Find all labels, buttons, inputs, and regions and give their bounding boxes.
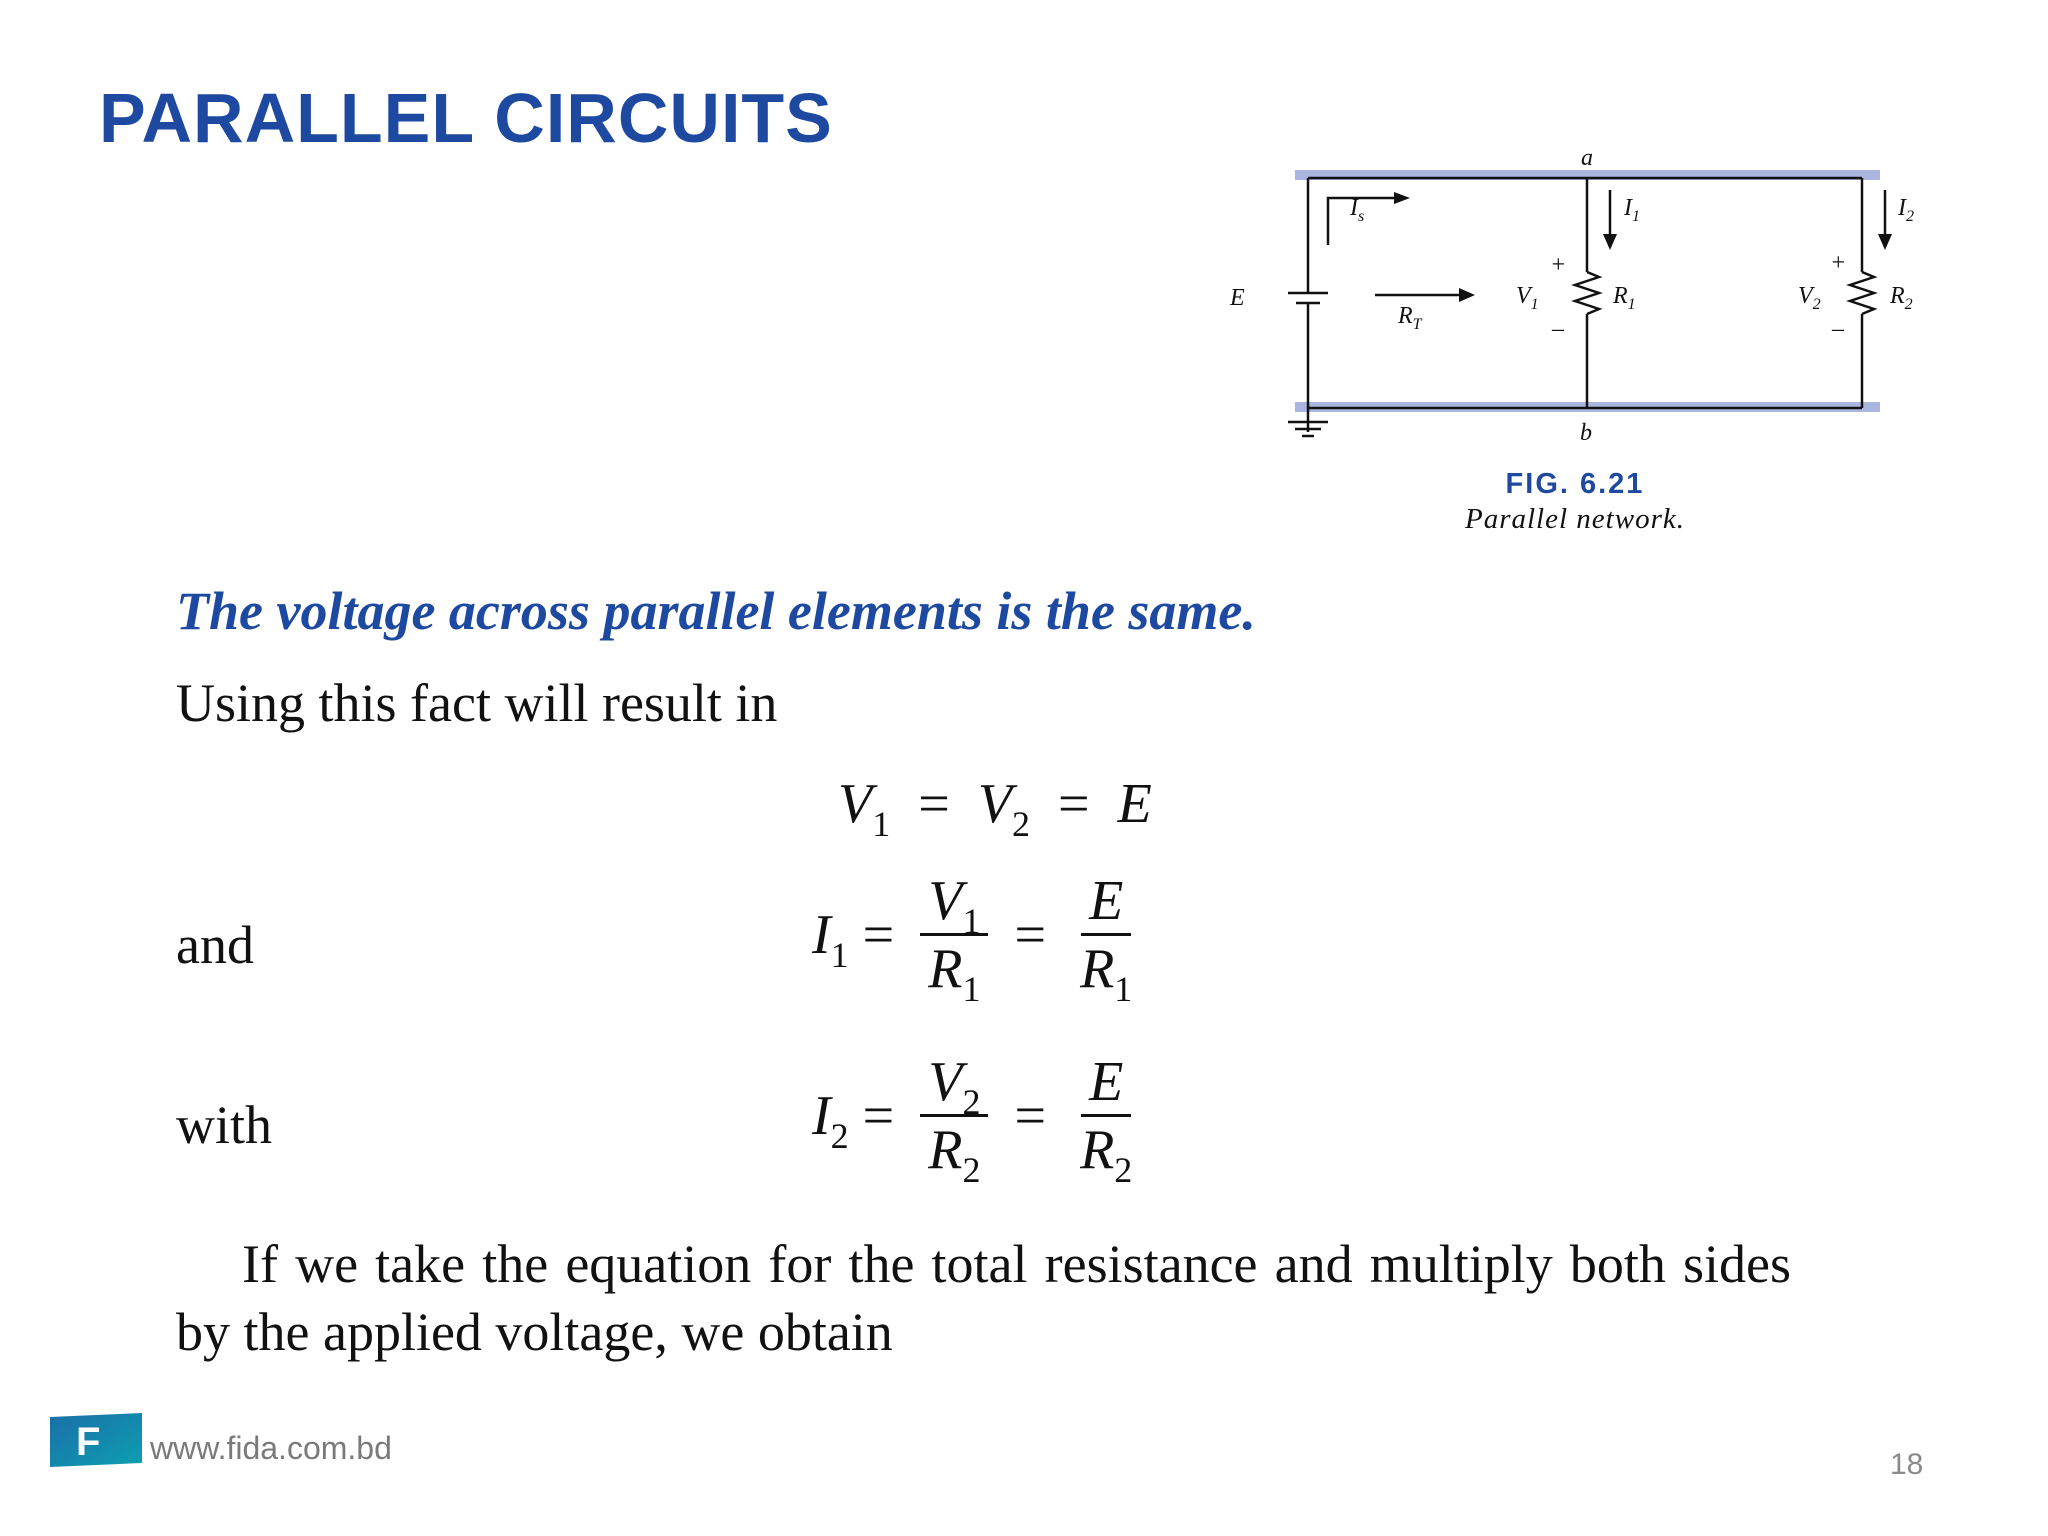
source-e-label: E	[1229, 285, 1245, 311]
and-label: and	[176, 915, 254, 975]
closing-paragraph: If we take the equation for the total re…	[176, 1234, 1791, 1362]
equation-voltage-equality: V1 = V2 = E	[838, 773, 1152, 844]
key-statement: The voltage across parallel elements is …	[176, 581, 1256, 641]
v2-plus-sign: +	[1830, 250, 1846, 276]
equation-current-i2: I2 = V2 R2 = E R2	[812, 1051, 1152, 1190]
i2-arrow-head	[1878, 234, 1892, 250]
is-label: Is	[1349, 195, 1364, 225]
resistor-r1	[1571, 270, 1603, 316]
intro-text: Using this fact will result in	[176, 673, 778, 733]
v1-label: V1	[1516, 283, 1539, 313]
fraction-e-over-r1: E R1	[1080, 870, 1133, 1009]
equation-current-i1: I1 = V1 R1 = E R1	[812, 870, 1152, 1009]
is-arrow-head	[1394, 192, 1410, 204]
rt-arrow-head	[1459, 288, 1475, 302]
r1-label: R1	[1612, 283, 1636, 313]
fraction-v1-over-r1: V1 R1	[920, 872, 989, 1007]
v2-minus-sign: –	[1831, 316, 1845, 342]
v1-minus-sign: –	[1551, 316, 1565, 342]
i1-label: I1	[1623, 195, 1640, 225]
logo-letter: F	[76, 1420, 100, 1464]
page-number: 18	[1890, 1448, 1924, 1481]
node-a-label: a	[1581, 145, 1593, 171]
is-current-path	[1326, 196, 1398, 245]
parallel-network-diagram: a b E Is RT I1 I2 V1 R1 V2 R2 + – + –	[1229, 145, 1914, 446]
rt-label: RT	[1397, 303, 1423, 333]
r2-label: R2	[1889, 283, 1913, 313]
v1-plus-sign: +	[1550, 252, 1566, 278]
v2-label: V2	[1798, 283, 1821, 313]
figure-number: FIG. 6.21	[1505, 468, 1645, 500]
i1-arrow-head	[1603, 234, 1617, 250]
resistor-r2	[1846, 270, 1878, 316]
fida-logo: F	[50, 1413, 142, 1467]
with-label: with	[176, 1095, 273, 1155]
website-url: www.fida.com.bd	[150, 1430, 392, 1466]
slide-title: PARALLEL CIRCUITS	[99, 79, 833, 157]
fraction-v2-over-r2: V2 R2	[920, 1053, 989, 1188]
figure-caption: Parallel network.	[1465, 503, 1685, 535]
node-b-label: b	[1580, 420, 1592, 446]
fraction-e-over-r2: E R2	[1080, 1051, 1133, 1190]
i2-label: I2	[1897, 195, 1914, 225]
top-bus-highlight	[1295, 170, 1880, 180]
